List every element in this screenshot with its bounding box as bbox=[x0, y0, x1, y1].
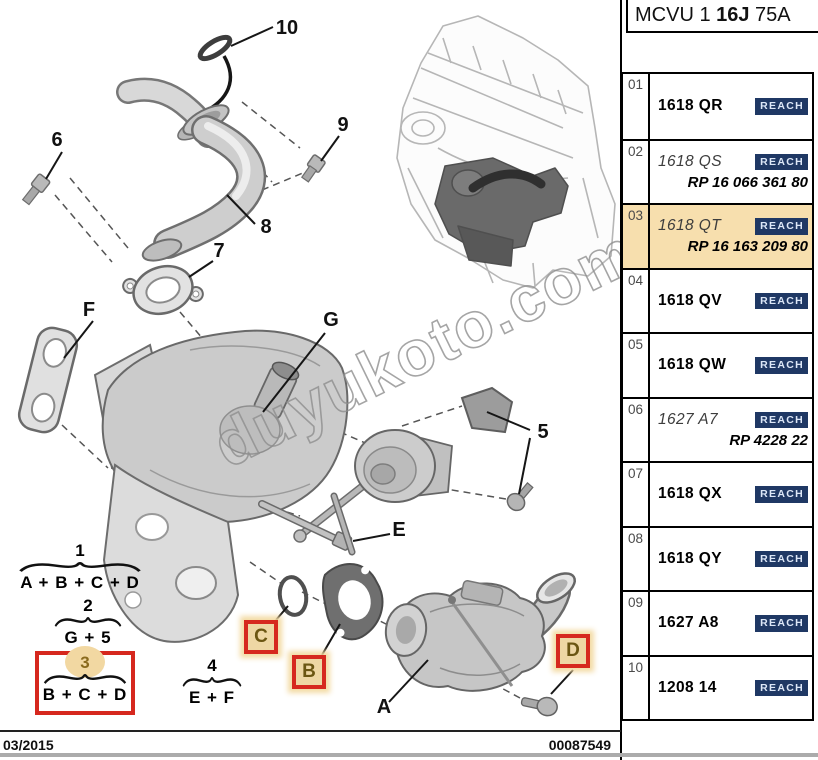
callout-A: A bbox=[377, 696, 391, 718]
overbrace bbox=[182, 677, 242, 687]
parts-table: 01 1618 QR REACH 02 1618 QS REACH RP 16 … bbox=[621, 72, 814, 721]
part-code: 1627 A8 bbox=[658, 614, 719, 632]
o-ring-part10 bbox=[197, 34, 233, 114]
reach-badge[interactable]: REACH bbox=[755, 292, 808, 309]
footer: 03/2015 00087549 bbox=[0, 730, 621, 753]
reach-badge[interactable]: REACH bbox=[755, 486, 808, 503]
gasket-part-F bbox=[17, 326, 79, 434]
row-index: 05 bbox=[623, 334, 650, 397]
valve-housing-part-A bbox=[384, 572, 576, 692]
reach-badge[interactable]: REACH bbox=[755, 550, 808, 567]
callout-box-B[interactable]: B bbox=[292, 655, 326, 689]
part-code: 1618 QV bbox=[658, 291, 722, 309]
downpipe-part8 bbox=[116, 77, 267, 262]
screw-part5 bbox=[506, 482, 534, 512]
kit-expression: A + B + C + D bbox=[20, 573, 140, 592]
kit-formula-3-highlighted[interactable]: 3 B + C + D bbox=[35, 646, 135, 715]
part-code: 1618 QS bbox=[658, 152, 722, 170]
reference-code: 16J bbox=[716, 4, 750, 26]
table-row[interactable]: 08 1618 QY REACH bbox=[623, 525, 812, 590]
part-code: 1627 A7 bbox=[658, 410, 718, 428]
highlight-circle: 3 bbox=[65, 646, 105, 678]
reach-badge[interactable]: REACH bbox=[755, 411, 808, 428]
row-index: 10 bbox=[623, 656, 650, 719]
callout-box-C[interactable]: C bbox=[244, 620, 278, 654]
gasket-part7 bbox=[122, 264, 204, 316]
kit-formula-1: 1 A + B + C + D bbox=[18, 542, 142, 591]
callout-7: 7 bbox=[213, 240, 224, 262]
callout-G: G bbox=[323, 309, 339, 331]
row-index: 08 bbox=[623, 527, 650, 590]
table-row[interactable]: 02 1618 QS REACH RP 16 066 361 80 bbox=[623, 138, 812, 203]
table-row-selected[interactable]: 03 1618 QT REACH RP 16 163 209 80 bbox=[623, 203, 812, 268]
reach-badge[interactable]: REACH bbox=[755, 357, 808, 374]
row-index: 09 bbox=[623, 592, 650, 655]
reach-badge[interactable]: REACH bbox=[755, 218, 808, 235]
row-index: 06 bbox=[623, 398, 650, 461]
replacement-part-number: RP 16 163 209 80 bbox=[687, 238, 808, 256]
overbrace bbox=[43, 674, 127, 684]
row-index: 03 bbox=[623, 205, 650, 268]
bolt-part9 bbox=[300, 154, 326, 183]
reach-badge[interactable]: REACH bbox=[755, 615, 808, 632]
kit-expression: G + 5 bbox=[64, 628, 112, 647]
callout-box-D[interactable]: D bbox=[556, 634, 590, 668]
callout-8: 8 bbox=[260, 216, 271, 238]
table-row[interactable]: 07 1618 QX REACH bbox=[623, 461, 812, 526]
exploded-diagram: 10 6 9 8 7 F G 5 E A duyukoto.com C B D … bbox=[17, 15, 649, 718]
replacement-part-number: RP 4228 22 bbox=[729, 431, 808, 449]
reference-prefix: MCVU 1 bbox=[635, 4, 717, 26]
bottom-separator bbox=[0, 753, 818, 757]
part-code: 1618 QY bbox=[658, 549, 722, 567]
reference-suffix: 75A bbox=[749, 4, 791, 26]
diagram-artwork: 10 6 9 8 7 F G 5 E A bbox=[17, 15, 616, 718]
document-number: 00087549 bbox=[548, 737, 611, 753]
reach-badge[interactable]: REACH bbox=[755, 153, 808, 170]
table-row[interactable]: 05 1618 QW REACH bbox=[623, 332, 812, 397]
kit-formula-2: 2 G + 5 bbox=[54, 597, 122, 646]
table-row[interactable]: 10 1208 14 REACH bbox=[623, 654, 812, 719]
callout-9: 9 bbox=[337, 114, 348, 136]
gasket-part-B bbox=[321, 562, 384, 641]
engine-sketch bbox=[396, 15, 616, 289]
table-row[interactable]: 04 1618 QV REACH bbox=[623, 267, 812, 332]
part-code: 1618 QR bbox=[658, 97, 723, 115]
callout-F: F bbox=[83, 299, 95, 321]
row-index: 01 bbox=[623, 74, 650, 139]
overbrace bbox=[19, 562, 141, 572]
callout-10: 10 bbox=[276, 17, 298, 39]
kit-expression: B + C + D bbox=[42, 685, 128, 704]
catalog-reference-header: MCVU 1 16J 75A bbox=[626, 0, 818, 33]
reach-badge[interactable]: REACH bbox=[755, 98, 808, 115]
kit-number: 2 bbox=[83, 596, 93, 615]
callout-5: 5 bbox=[537, 421, 548, 443]
kit-formula-4: 4 E + F bbox=[182, 657, 242, 706]
table-row[interactable]: 01 1618 QR REACH bbox=[623, 74, 812, 139]
catalog-date: 03/2015 bbox=[3, 737, 54, 753]
part-code: 1618 QW bbox=[658, 356, 727, 374]
egr-cooler-part-G bbox=[93, 329, 349, 643]
overbrace bbox=[54, 617, 122, 627]
kit-number: 3 bbox=[80, 652, 90, 672]
stud-part-E bbox=[258, 492, 356, 556]
bolt-part6 bbox=[21, 173, 51, 206]
row-index: 07 bbox=[623, 463, 650, 526]
kit-expression: E + F bbox=[188, 688, 236, 707]
reach-badge[interactable]: REACH bbox=[755, 679, 808, 696]
leader-lines bbox=[45, 26, 574, 703]
screw-part-D bbox=[520, 696, 558, 717]
row-index: 02 bbox=[623, 140, 650, 203]
callout-6: 6 bbox=[51, 129, 62, 151]
callout-E: E bbox=[392, 519, 405, 541]
part-code: 1208 14 bbox=[658, 678, 717, 696]
part-code: 1618 QT bbox=[658, 217, 722, 235]
replacement-part-number: RP 16 066 361 80 bbox=[687, 173, 808, 191]
part-code: 1618 QX bbox=[658, 485, 722, 503]
table-row[interactable]: 06 1627 A7 REACH RP 4228 22 bbox=[623, 396, 812, 461]
o-ring-part-C bbox=[277, 575, 309, 617]
table-row[interactable]: 09 1627 A8 REACH bbox=[623, 590, 812, 655]
kit-number: 4 bbox=[207, 656, 217, 675]
row-index: 04 bbox=[623, 269, 650, 332]
kit-number: 1 bbox=[75, 541, 85, 560]
